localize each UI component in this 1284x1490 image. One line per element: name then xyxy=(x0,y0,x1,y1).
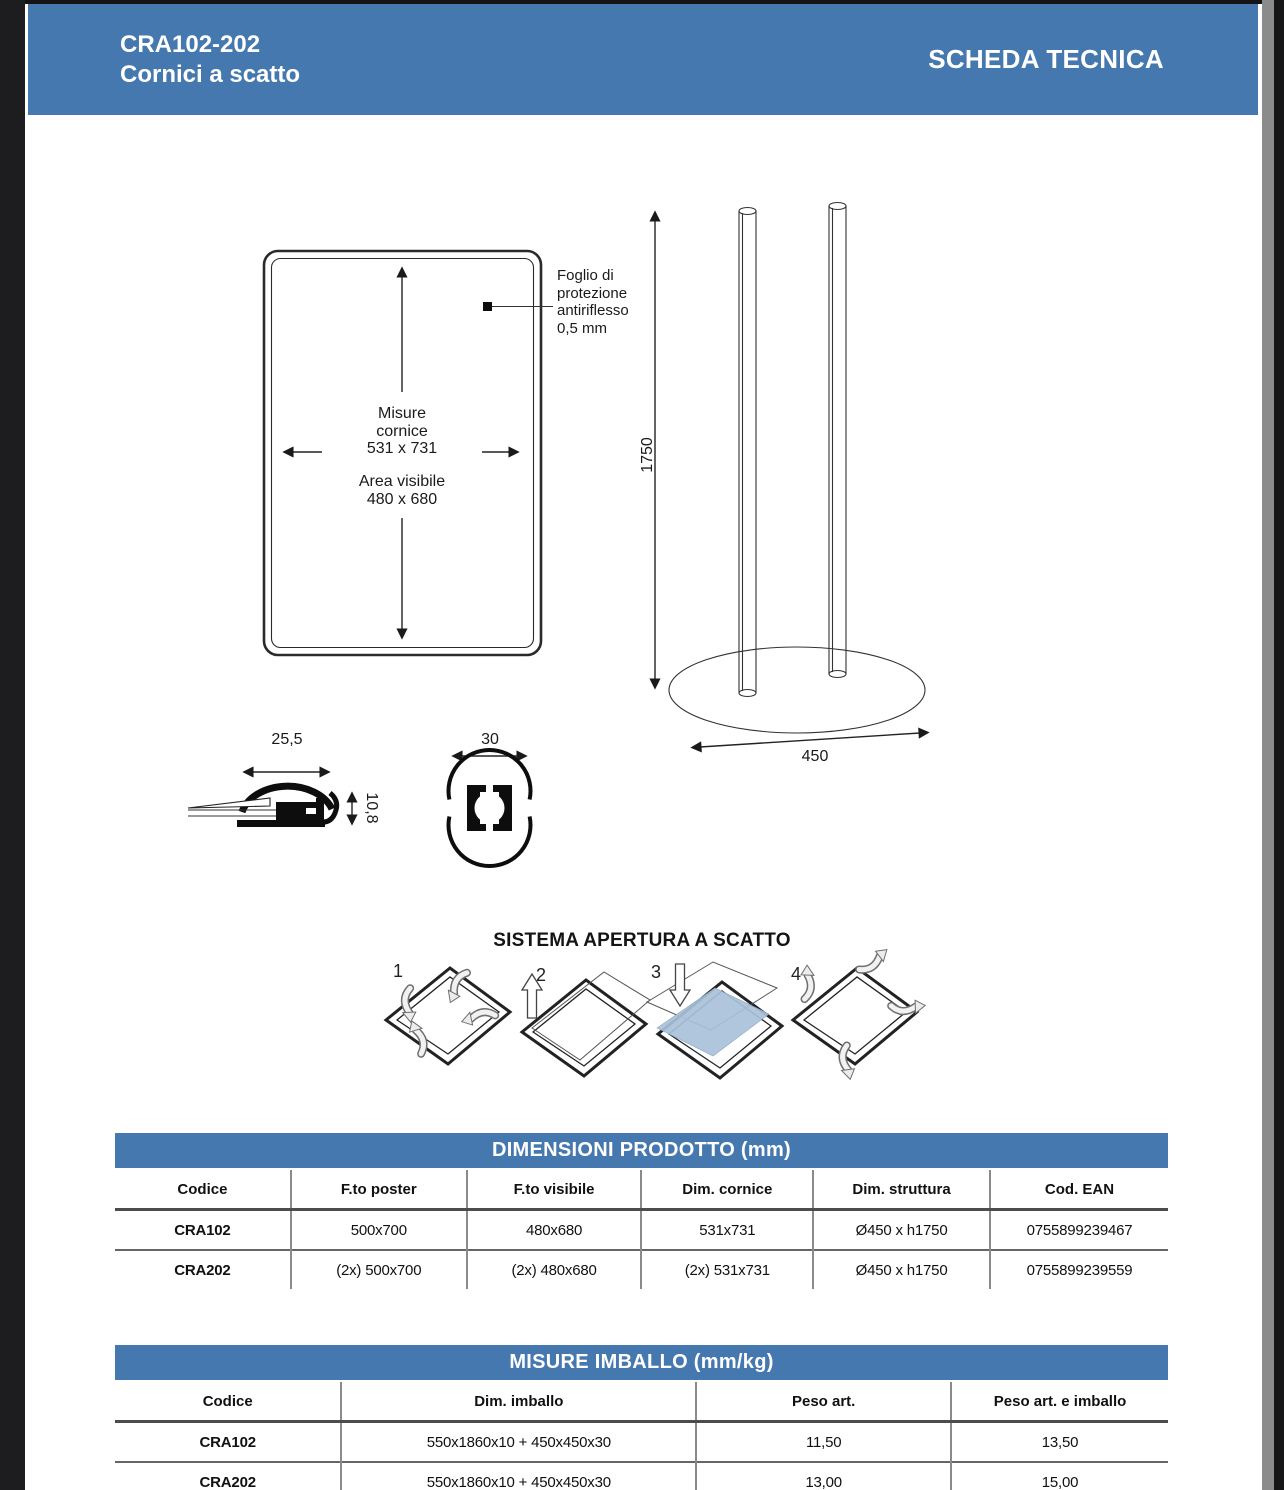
product-table-title: DIMENSIONI PRODOTTO (mm) xyxy=(115,1133,1168,1168)
cell-fto-poster: (2x) 500x700 xyxy=(289,1249,467,1289)
header-bar: CRA102-202 Cornici a scatto SCHEDA TECNI… xyxy=(28,4,1258,115)
product-title-block: CRA102-202 Cornici a scatto xyxy=(120,4,300,115)
cell-dim-cornice: (2x) 531x731 xyxy=(640,1249,814,1289)
step-number-1: 1 xyxy=(393,961,404,981)
right-edge-black xyxy=(1274,0,1284,1490)
cell-peso-art: 11,50 xyxy=(695,1421,952,1462)
pole-profile-section xyxy=(446,747,533,869)
table-row: CRA102 550x1860x10 + 450x450x30 11,50 13… xyxy=(115,1421,1168,1462)
col-fto-poster: F.to poster xyxy=(289,1170,467,1211)
cell-cod-ean: 0755899239559 xyxy=(989,1249,1168,1289)
cell-dim-imballo: 550x1860x10 + 450x450x30 xyxy=(340,1421,697,1462)
col-cod-ean: Cod. EAN xyxy=(989,1170,1168,1211)
cell-peso-art-imballo: 13,50 xyxy=(950,1421,1168,1462)
packaging-table-title: MISURE IMBALLO (mm/kg) xyxy=(115,1345,1168,1380)
snap-system-title: SISTEMA APERTURA A SCATTO xyxy=(493,930,791,951)
table-row: CRA102 500x700 480x680 531x731 Ø450 x h1… xyxy=(115,1209,1168,1250)
snap-step-4 xyxy=(793,943,926,1081)
cell-fto-visibile: (2x) 480x680 xyxy=(465,1249,642,1289)
snap-step-3 xyxy=(645,961,784,1080)
product-table: Codice F.to poster F.to visibile Dim. co… xyxy=(115,1170,1168,1289)
left-edge-bar xyxy=(0,0,25,1490)
snap-step-2 xyxy=(520,971,651,1078)
pole-diameter-label: 30 xyxy=(481,731,499,748)
product-name: Cornici a scatto xyxy=(120,60,301,88)
right-edge-gray xyxy=(1262,0,1274,1490)
step-number-2: 2 xyxy=(536,965,547,985)
stand-diagram xyxy=(649,201,930,753)
packaging-table: Codice Dim. imballo Peso art. Peso art. … xyxy=(115,1382,1168,1490)
col-dim-imballo: Dim. imballo xyxy=(340,1382,697,1423)
snap-step-1 xyxy=(384,966,512,1066)
visible-area-label: Area visibile 480 x 680 xyxy=(322,473,482,508)
table-row: CRA202 (2x) 500x700 (2x) 480x680 (2x) 53… xyxy=(115,1249,1168,1289)
frame-size-label: Misure cornice 531 x 731 xyxy=(322,405,482,458)
packaging-table-header-row: Codice Dim. imballo Peso art. Peso art. … xyxy=(115,1382,1168,1423)
top-edge xyxy=(0,0,1284,4)
protection-note: Foglio di protezione antiriflesso 0,5 mm xyxy=(557,267,629,337)
base-diameter-label: 450 xyxy=(801,748,829,765)
cell-dim-struttura: Ø450 x h1750 xyxy=(812,1249,990,1289)
cell-dim-imballo: 550x1860x10 + 450x450x30 xyxy=(340,1461,697,1490)
cell-cod-ean: 0755899239467 xyxy=(989,1209,1168,1250)
col-dim-struttura: Dim. struttura xyxy=(812,1170,990,1211)
col-codice: Codice xyxy=(115,1382,342,1423)
col-fto-visibile: F.to visibile xyxy=(465,1170,642,1211)
cell-dim-struttura: Ø450 x h1750 xyxy=(812,1209,990,1250)
col-dim-cornice: Dim. cornice xyxy=(640,1170,814,1211)
product-table-header-row: Codice F.to poster F.to visibile Dim. co… xyxy=(115,1170,1168,1211)
col-peso-art-imballo: Peso art. e imballo xyxy=(950,1382,1168,1423)
step-number-3: 3 xyxy=(651,962,662,982)
profile-width-label: 25,5 xyxy=(271,731,303,748)
stand-height-label: 1750 xyxy=(639,437,656,473)
step-number-4: 4 xyxy=(791,964,802,984)
doc-title: SCHEDA TECNICA xyxy=(928,44,1164,74)
cell-peso-art-imballo: 15,00 xyxy=(950,1461,1168,1490)
cell-fto-visibile: 480x680 xyxy=(465,1209,642,1250)
table-row: CRA202 550x1860x10 + 450x450x30 13,00 15… xyxy=(115,1461,1168,1490)
cell-codice: CRA202 xyxy=(115,1249,291,1289)
col-codice: Codice xyxy=(115,1170,291,1211)
cell-fto-poster: 500x700 xyxy=(289,1209,467,1250)
col-peso-art: Peso art. xyxy=(695,1382,952,1423)
cell-peso-art: 13,00 xyxy=(695,1461,952,1490)
frame-profile-section xyxy=(187,766,358,827)
product-code: CRA102-202 xyxy=(120,30,261,58)
cell-codice: CRA202 xyxy=(115,1461,342,1490)
cell-codice: CRA102 xyxy=(199,1433,257,1451)
profile-depth-label: 10,8 xyxy=(363,792,380,824)
cell-dim-cornice: 531x731 xyxy=(640,1209,814,1250)
cell-codice: CRA102 xyxy=(174,1221,231,1239)
